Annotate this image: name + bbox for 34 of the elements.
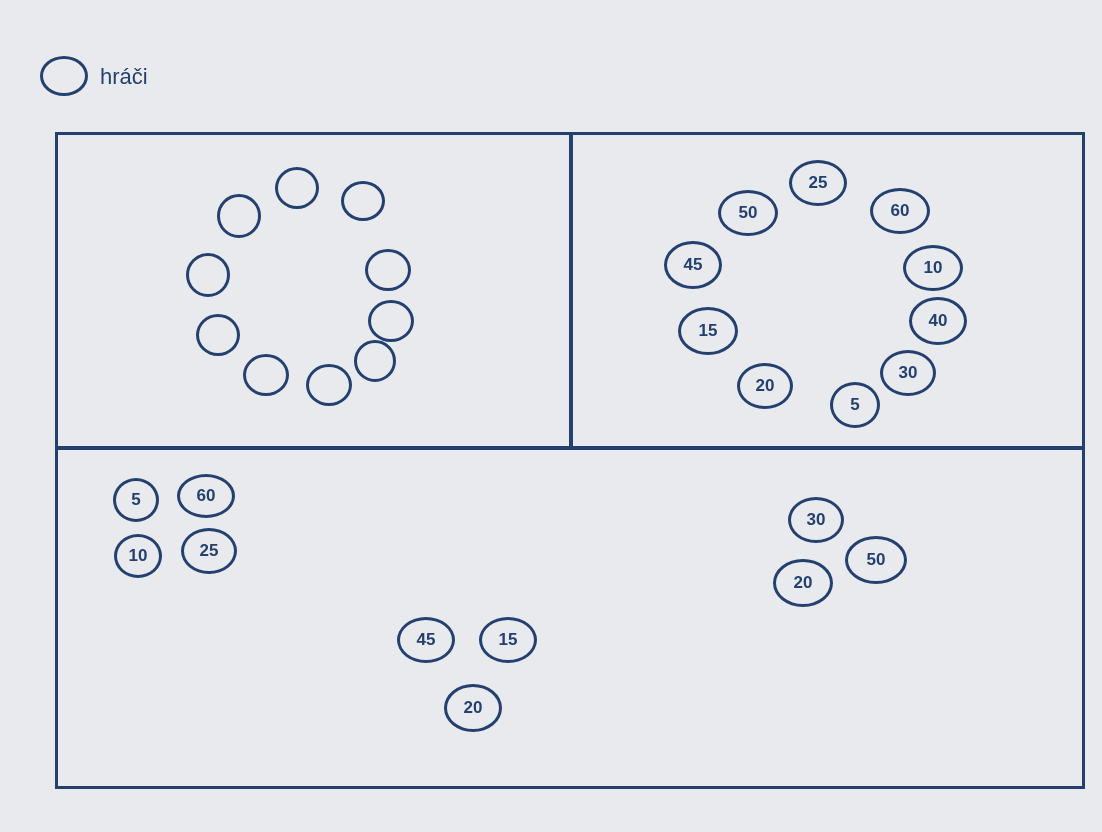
player-circle: 5 (830, 382, 880, 428)
empty-player-circle (354, 340, 396, 382)
player-circle: 30 (880, 350, 936, 396)
player-circle: 40 (909, 297, 967, 345)
empty-player-circle (217, 194, 261, 238)
legend-label: hráči (100, 62, 148, 91)
player-circle: 60 (870, 188, 930, 234)
player-circle: 45 (664, 241, 722, 289)
field-panel (55, 132, 572, 449)
player-circle: 20 (773, 559, 833, 607)
player-circle: 25 (789, 160, 847, 206)
player-circle: 5 (113, 478, 159, 522)
player-circle: 30 (788, 497, 844, 543)
player-circle: 50 (718, 190, 778, 236)
player-circle: 20 (737, 363, 793, 409)
empty-player-circle (243, 354, 289, 396)
player-circle: 25 (181, 528, 237, 574)
field-panel (55, 447, 1085, 789)
empty-player-circle (196, 314, 240, 356)
empty-player-circle (306, 364, 352, 406)
player-circle: 10 (903, 245, 963, 291)
field-panel (570, 132, 1085, 449)
empty-player-circle (341, 181, 385, 221)
player-circle: 50 (845, 536, 907, 584)
player-circle: 10 (114, 534, 162, 578)
player-circle: 45 (397, 617, 455, 663)
empty-player-circle (368, 300, 414, 342)
player-circle: 60 (177, 474, 235, 518)
empty-player-circle (186, 253, 230, 297)
player-circle: 15 (479, 617, 537, 663)
empty-player-circle (275, 167, 319, 209)
player-circle: 20 (444, 684, 502, 732)
player-circle: 15 (678, 307, 738, 355)
empty-player-circle (365, 249, 411, 291)
